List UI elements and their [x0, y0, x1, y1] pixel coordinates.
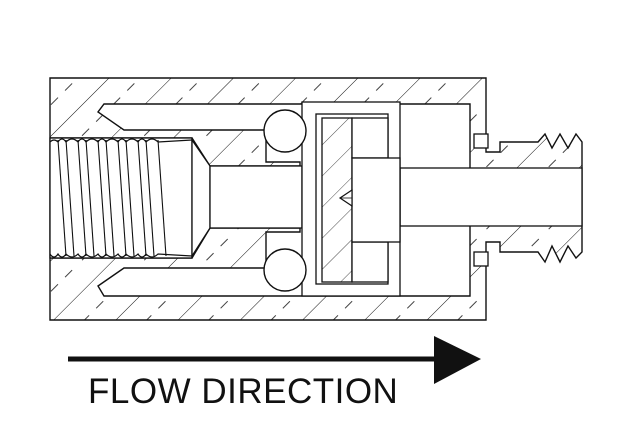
poppet-chamber — [301, 101, 401, 297]
outlet-bore — [399, 167, 583, 227]
o-ring-top — [263, 109, 307, 153]
flow-arrow — [68, 336, 481, 384]
threaded-inlet — [49, 137, 211, 259]
outlet-seal-top — [473, 133, 489, 149]
flow-direction-label: FLOW DIRECTION — [88, 372, 399, 411]
o-ring-bottom — [263, 248, 307, 292]
outlet-seal-bottom — [473, 251, 489, 267]
inlet-passage — [209, 165, 303, 229]
